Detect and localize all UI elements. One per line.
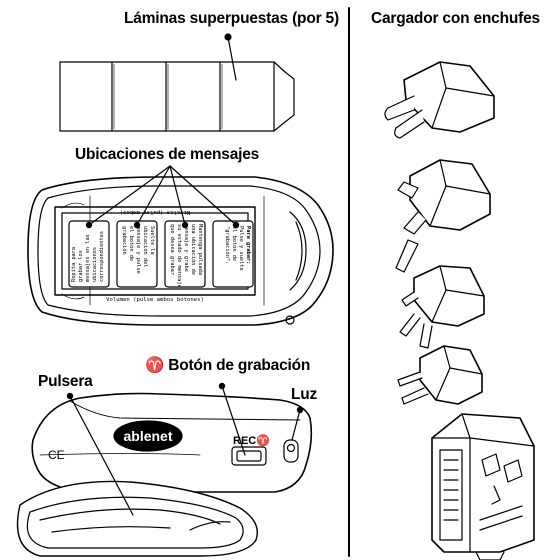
svg-text:ubicaciones: ubicaciones [92,247,98,282]
charger-body [431,413,535,560]
record-button-label: ♈ Botón de grabación [145,357,311,374]
svg-text:una ubicación de: una ubicación de [190,224,197,275]
uk-plug-adapter [395,159,491,273]
svg-text:su estado de mensaje: su estado de mensaje [176,224,182,288]
overlays-label: Láminas superpuestas (por 5) [124,10,339,27]
svg-text:Pulse y suelte: Pulse y suelte [238,226,244,271]
svg-text:correspondientes: correspondientes [99,231,105,282]
wristband-label: Pulsera [38,373,93,390]
svg-text:ubicación del: ubicación del [142,226,149,267]
light-label: Luz [291,386,318,403]
svg-text:Mantenga pulsada: Mantenga pulsada [197,224,203,275]
charger-label: Cargador con enchufes [371,10,540,27]
wristband [16,480,258,557]
overlay-pointer [224,33,237,81]
message-locations-label: Ubicaciones de mensajes [75,146,260,163]
au-plug-adapter [399,265,485,349]
cell-3-text: Suelte la ubicación del mensaje y pulse … [121,226,155,274]
message-location-pointers [85,165,240,229]
cell-2-text: Mantenga pulsada una ubicación de mensaj… [169,224,203,288]
cell-4-text: Repita para grabar los mensajes en las u… [71,231,105,282]
svg-text:mensajes en las: mensajes en las [85,234,91,282]
svg-text:que desea grabar: que desea grabar [169,224,175,275]
svg-text:Para grabar:: Para grabar: [245,226,251,264]
device-strip-text: Niveles (pulse ambos) Volumen (pulse amb… [106,209,204,303]
svg-text:Suelte la: Suelte la [149,226,155,255]
svg-text:mensaje y grabe: mensaje y grabe [183,224,189,272]
svg-text:mensaje y pulse: mensaje y pulse [135,226,141,274]
euro-plug-adapter [384,61,495,139]
overlay-sheets [59,61,295,132]
svg-text:grabación: grabación [121,226,128,255]
us-plug-adapter [397,345,483,405]
ce-mark: CE [48,448,65,462]
volume-text: Volumen (pulse ambos botones) [106,297,204,303]
device-side-text: ablenet REC♈ CE [48,428,270,462]
svg-text:"grabación".: "grabación". [224,226,231,264]
device-side-view [31,392,313,494]
svg-text:el botón de: el botón de [128,226,135,261]
cell-text: Para grabar: Pulse y suelte el botón de … [71,224,251,288]
side-pointers [66,382,304,516]
svg-text:Repita para: Repita para [71,247,77,282]
levels-text: Niveles (pulse ambos) [120,209,191,215]
svg-text:el botón de: el botón de [231,226,238,261]
brand-logo-text: ablenet [123,428,172,444]
device-cells [68,220,254,288]
cell-1-text: Para grabar: Pulse y suelte el botón de … [224,226,251,271]
svg-text:grabar los: grabar los [78,250,84,282]
rec-label: REC♈ [233,434,270,447]
